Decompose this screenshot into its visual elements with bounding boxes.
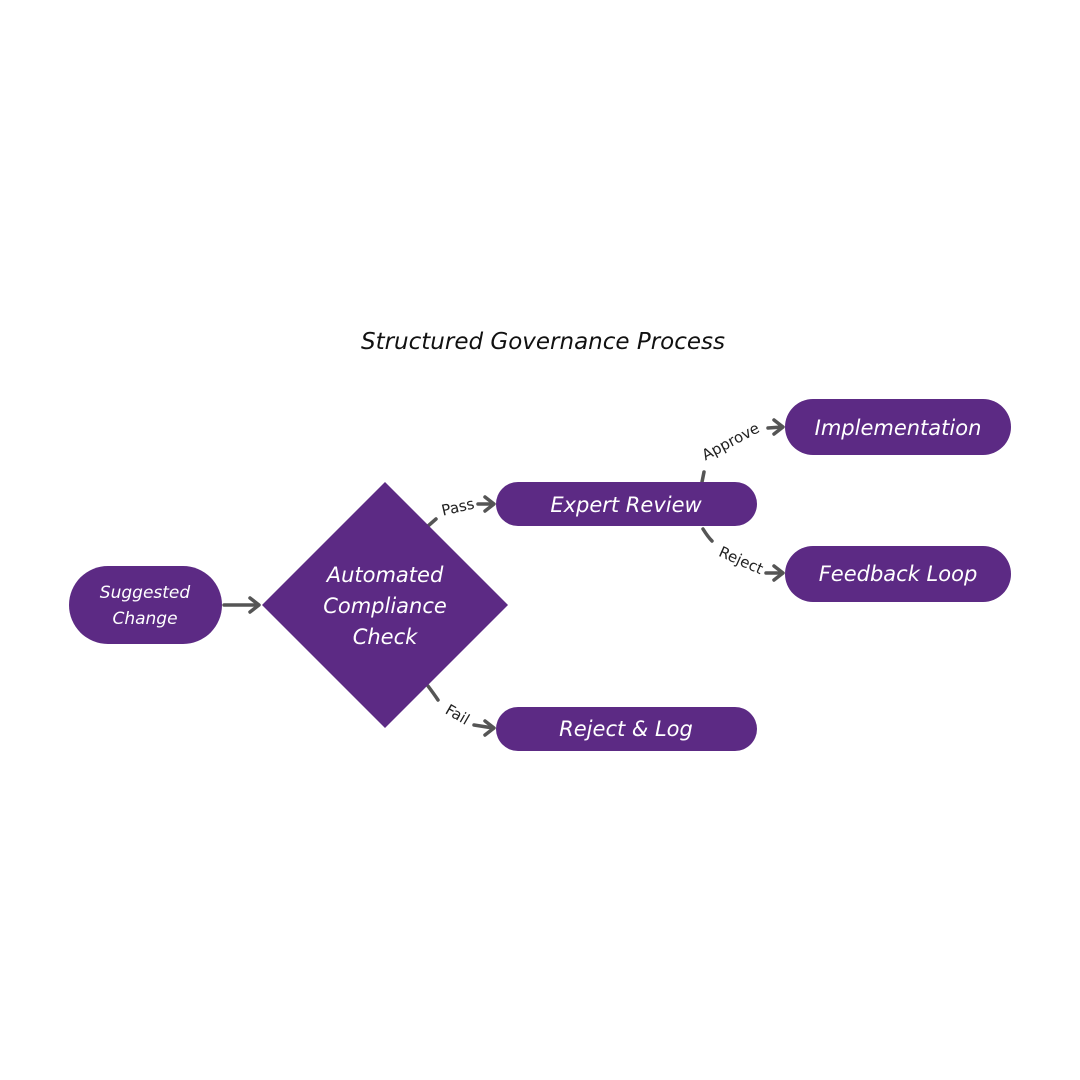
arrow-head-icon: [483, 495, 496, 513]
node-compliance-check: Automated Compliance Check: [262, 482, 508, 728]
edge-label-reject: Reject: [716, 543, 766, 578]
node-shape: [785, 546, 1011, 602]
node-label-line: Feedback Loop: [819, 562, 978, 586]
node-feedback-loop: Feedback Loop: [785, 546, 1011, 602]
edge-line: [472, 723, 495, 730]
edge-reject: Reject: [701, 527, 785, 582]
node-shape: [785, 399, 1011, 455]
arrow-head-icon: [772, 564, 785, 582]
node-shape: [69, 566, 222, 644]
edge-change-to-check: [222, 596, 261, 614]
arrow-head-icon: [483, 719, 496, 737]
node-label-line: Expert Review: [550, 493, 702, 517]
arrow-head-icon: [248, 596, 261, 614]
edge-fail: Fail: [426, 684, 496, 737]
node-label-line: Check: [353, 625, 418, 649]
edge-approve: Approve: [699, 418, 785, 484]
edge-line: [426, 684, 440, 702]
node-label-line: Compliance: [323, 594, 447, 618]
node-shape: [262, 482, 508, 728]
edge-pass: Pass: [426, 495, 496, 528]
nodes: Suggested Change Automated Compliance Ch…: [69, 399, 1011, 751]
node-label-line: Automated: [325, 563, 444, 587]
edge-label-fail: Fail: [442, 701, 472, 729]
node-implementation: Implementation: [785, 399, 1011, 455]
edge-label-approve: Approve: [699, 419, 763, 464]
edge-line: [700, 470, 706, 484]
node-suggested-change: Suggested Change: [69, 566, 222, 644]
node-label-line: Change: [112, 609, 177, 629]
node-expert-review: Expert Review: [496, 482, 757, 526]
node-label-line: Implementation: [815, 416, 982, 440]
node-shape: [496, 707, 757, 751]
arrow-head-icon: [772, 418, 785, 436]
edge-line: [701, 527, 714, 543]
node-shape: [496, 482, 757, 526]
edge-line: [426, 517, 438, 528]
node-label-line: Suggested: [100, 583, 191, 603]
edge-label-pass: Pass: [440, 495, 477, 520]
diagram-title: Structured Governance Process: [361, 329, 725, 355]
edge-line: [766, 425, 784, 430]
node-reject-log: Reject & Log: [496, 707, 757, 751]
node-label-line: Reject & Log: [559, 717, 693, 741]
